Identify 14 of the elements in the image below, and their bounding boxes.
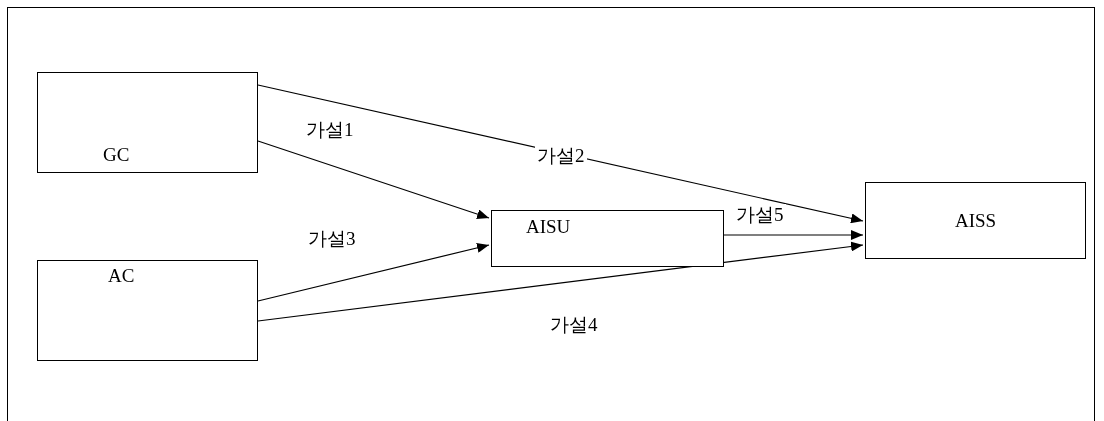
edge-label: 가설1 (304, 119, 356, 141)
arrow (723, 230, 864, 240)
edge-label: 가설2 (535, 145, 587, 167)
edge-label: 가설4 (548, 314, 600, 336)
edge-label: 가설3 (306, 228, 358, 250)
variable-box: AISU (491, 210, 724, 267)
arrow (257, 242, 490, 302)
arrow (257, 84, 864, 224)
variable-box: AISS (865, 182, 1086, 259)
arrow (257, 140, 490, 219)
variable-box: AC (37, 260, 258, 361)
edge-label: 가설5 (734, 204, 786, 226)
variable-box: GC (37, 72, 258, 173)
arrow (257, 241, 864, 322)
